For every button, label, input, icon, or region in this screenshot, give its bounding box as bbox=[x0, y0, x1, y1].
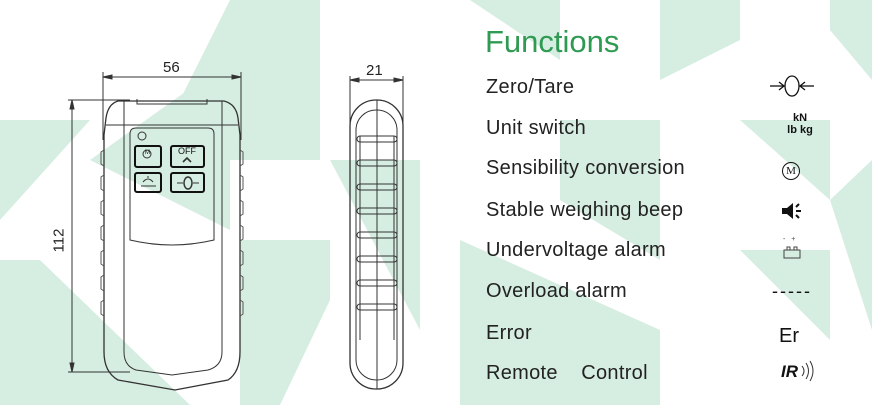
unit-lb-kg: lb kg bbox=[787, 124, 813, 136]
function-error: Error bbox=[486, 322, 532, 344]
error-icon: Er bbox=[779, 325, 799, 347]
battery-polarity: - + bbox=[783, 236, 798, 243]
unit-kn: kN bbox=[792, 112, 808, 124]
functions-title: Functions bbox=[485, 24, 620, 59]
height-dimension: 112 bbox=[50, 228, 68, 253]
motor-button-label: M bbox=[145, 150, 150, 156]
off-button-label: OFF bbox=[178, 146, 196, 156]
zero-tare-icon bbox=[770, 75, 814, 97]
function-unit-switch: Unit switch bbox=[486, 117, 586, 139]
function-overload: Overload alarm bbox=[486, 280, 627, 302]
function-beep: Stable weighing beep bbox=[486, 199, 684, 221]
function-zero-tare: Zero/Tare bbox=[486, 76, 575, 98]
battery-icon bbox=[783, 246, 801, 259]
function-sensibility: Sensibility conversion bbox=[486, 157, 685, 179]
speaker-icon bbox=[782, 203, 801, 219]
ir-icon: IR bbox=[781, 362, 798, 381]
ir-waves-icon bbox=[801, 360, 814, 382]
overload-icon: ----- bbox=[772, 281, 812, 301]
function-undervoltage: Undervoltage alarm bbox=[486, 239, 666, 261]
unit-switch-icon: kN lb kg bbox=[780, 112, 820, 136]
depth-dimension: 21 bbox=[366, 62, 383, 79]
motor-icon: M bbox=[782, 162, 800, 180]
function-remote-control: Remote Control bbox=[486, 362, 648, 384]
width-dimension: 56 bbox=[163, 59, 180, 76]
